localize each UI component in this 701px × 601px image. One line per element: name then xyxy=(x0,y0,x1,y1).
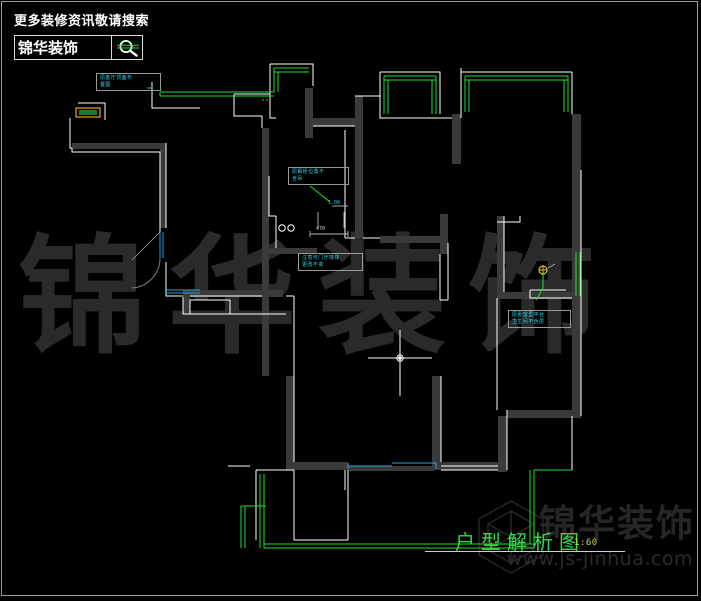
callout-kitchen[interactable]: 原橱柜位置不 含吊 xyxy=(288,167,349,185)
search-input[interactable]: 锦华装饰 xyxy=(18,39,79,57)
dimension-kitchen-width: 470 xyxy=(316,226,326,232)
dimension-ticks xyxy=(309,205,349,237)
door-elements xyxy=(159,232,437,469)
callout-right-room-line-2: 卫生间不含层 xyxy=(512,319,545,325)
magnifier-icon xyxy=(117,40,139,57)
dimension-kitchen-depth: 1.00 xyxy=(328,200,341,206)
callout-entry-door[interactable]: 注意可门厅墙体 更改不变 xyxy=(298,253,363,271)
callout-kitchen-line-1: 原橱柜位置不 xyxy=(292,169,325,175)
center-crosshair-marker xyxy=(368,330,432,396)
callout-top-left-line-1: 原客厅顶面布 xyxy=(100,75,133,81)
callout-entry-door-line-2: 更改不变 xyxy=(302,262,324,268)
wall-outlines xyxy=(69,63,582,541)
wall-fills xyxy=(72,88,581,472)
window-railing-lines xyxy=(147,67,581,549)
title-underline xyxy=(425,551,625,552)
door-swing-arcs xyxy=(131,231,161,289)
promo-search-block: 更多装修资讯敬请搜索 锦华装饰 xyxy=(14,14,194,60)
callout-entry-door-line-1: 注意可门厅墙体 xyxy=(302,255,340,261)
drawing-scale: 1:60 xyxy=(574,538,598,548)
ceiling-fixture-marker xyxy=(538,263,556,275)
callout-top-left[interactable]: 原客厅顶面布 置图 xyxy=(96,73,161,91)
search-button[interactable] xyxy=(111,36,142,59)
title-block: 户型解析图 1:60 xyxy=(425,526,625,555)
callout-right-room-line-1: 原卧室里平台 xyxy=(512,312,545,318)
callout-kitchen-line-2: 含吊 xyxy=(292,176,303,182)
callout-top-left-line-2: 置图 xyxy=(100,82,111,88)
callout-right-room[interactable]: 原卧室里平台 卫生间不含层 xyxy=(508,310,571,328)
legend-color-chip xyxy=(75,107,101,118)
search-box[interactable]: 锦华装饰 xyxy=(14,35,143,60)
outlet-symbol-pair xyxy=(278,224,295,232)
promo-headline: 更多装修资讯敬请搜索 xyxy=(14,14,150,29)
